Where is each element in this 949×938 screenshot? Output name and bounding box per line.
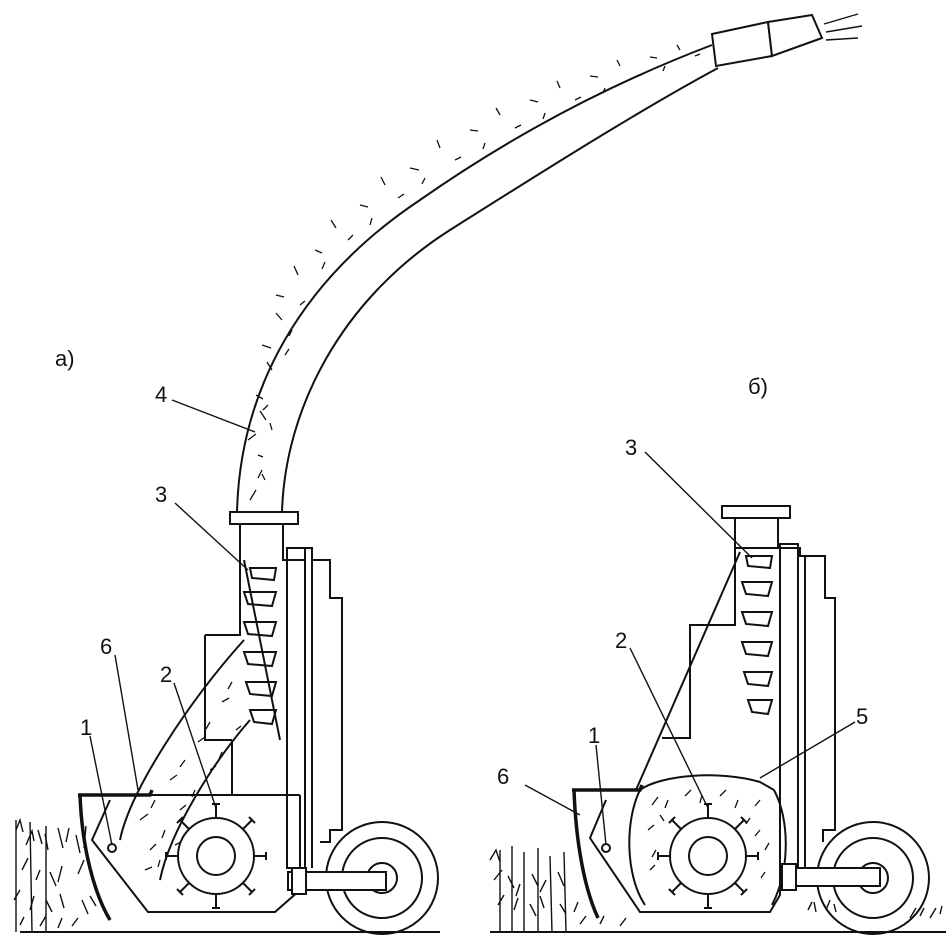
rotor-cover-b (639, 774, 775, 791)
thrower-vanes-a (242, 567, 278, 726)
harvester-a: а) 4 3 2 6 1 (13, 13, 863, 935)
top-cap-b (721, 505, 791, 519)
rotor-housing-a (90, 795, 301, 913)
callout-1-a: 1 (80, 715, 92, 740)
upright-frame-a (286, 547, 306, 869)
axle-bar-b (779, 867, 881, 887)
rotor-cover-sides-b (628, 789, 787, 906)
callout-1-b: 1 (588, 723, 600, 748)
pivot-b (601, 843, 611, 853)
callout-6-b: 6 (497, 764, 509, 789)
spray-lines (823, 13, 863, 41)
chopped-mass-b (647, 789, 770, 879)
axle-clamp-a (291, 867, 307, 895)
chopped-mass-spout (247, 44, 681, 501)
stems-a (15, 820, 47, 933)
leader-2-b (629, 647, 709, 809)
callout-5-b: 5 (856, 704, 868, 729)
pivot-a (107, 843, 117, 853)
harvester-b: б) 3 2 5 6 1 (489, 374, 946, 935)
discharge-spout-inner (281, 67, 719, 513)
machine-body-b (734, 518, 836, 842)
stubble-b (807, 899, 943, 919)
callout-2-a: 2 (160, 662, 172, 687)
callout-2-b: 2 (615, 628, 627, 653)
spout-flange (229, 511, 299, 525)
machine-side-b (662, 548, 736, 739)
rotor-housing-b (588, 790, 781, 913)
leader-3-a (174, 502, 249, 571)
machine-body-a (205, 523, 343, 843)
spout-nozzle (710, 20, 774, 68)
header-hood-a (78, 789, 154, 797)
callout-6-a: 6 (100, 634, 112, 659)
leader-1-a (89, 735, 113, 846)
panel-label-a: а) (55, 346, 75, 371)
panel-label-b: б) (748, 374, 768, 399)
discharge-spout-outer (236, 44, 713, 513)
leader-5-b (759, 721, 856, 779)
feed-channel-right (159, 719, 251, 881)
callout-3-b: 3 (625, 435, 637, 460)
crop-stalks-b (489, 846, 627, 933)
leader-2-a (173, 682, 217, 809)
thrower-casing-b (635, 551, 741, 791)
rotor-a (165, 803, 267, 909)
rotor-b (657, 803, 759, 909)
header-guard-a (78, 794, 112, 921)
spout-tip (766, 13, 824, 58)
crop-stalks-a (13, 817, 97, 929)
header-hood-b (572, 784, 644, 792)
callout-3-a: 3 (155, 482, 167, 507)
axle-clamp-b (781, 863, 797, 891)
leader-1-b (595, 744, 607, 846)
chopped-mass-spout-2 (257, 53, 701, 481)
axle-bar-a (287, 871, 387, 891)
leader-6-b (524, 784, 581, 816)
feed-channel-left (119, 639, 245, 841)
leader-4 (171, 399, 256, 433)
thrower-vanes-b (740, 555, 774, 716)
callout-4: 4 (155, 382, 167, 407)
leader-6-a (114, 654, 139, 791)
leader-3-b (644, 451, 753, 559)
header-guard-b (572, 789, 600, 919)
chopped-mass-channel (139, 681, 242, 871)
machine-side-a (204, 635, 232, 741)
upright-frame-b (779, 543, 799, 869)
